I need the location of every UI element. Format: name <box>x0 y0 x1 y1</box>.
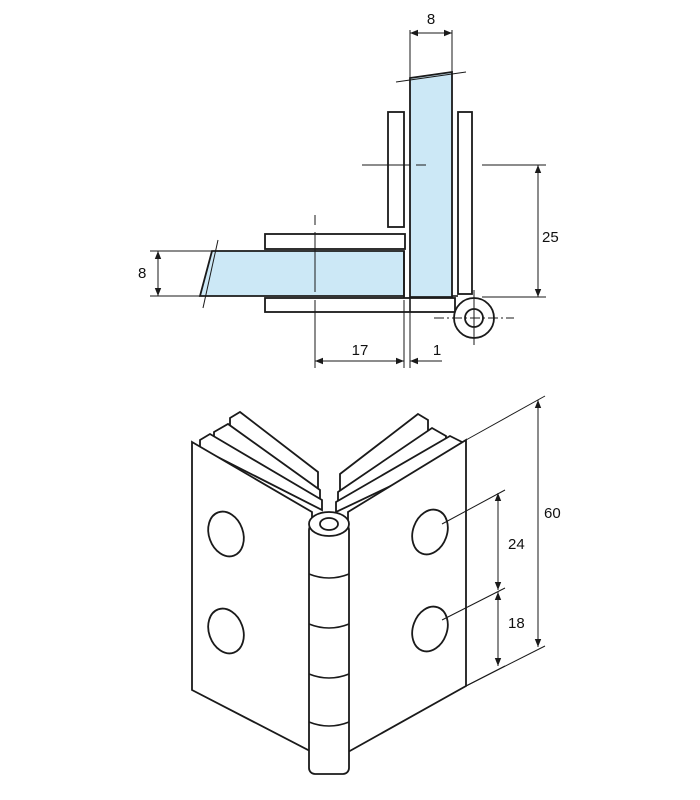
barrel-segments <box>308 573 350 727</box>
clamp-plate-bottom <box>264 297 456 313</box>
dim-label-upper-spacing: 24 <box>508 536 525 553</box>
mounting-hole-left-upper <box>207 510 245 558</box>
isometric-view: 60 24 18 <box>191 395 561 775</box>
dim-label-lower-spacing: 18 <box>508 615 525 632</box>
clamp-plate-top <box>264 233 406 250</box>
clamp-plate-left <box>387 111 405 228</box>
mounting-hole-right-upper <box>411 508 449 556</box>
mounting-hole-right-lower <box>411 605 449 653</box>
mounting-hole-left-lower <box>207 607 245 655</box>
dim-label-horizontal-length: 17 <box>352 342 369 359</box>
dim-label-vertical-height: 25 <box>542 229 559 246</box>
dim-label-glass-left: 8 <box>138 265 146 282</box>
top-view: 8 25 8 17 1 <box>138 11 559 368</box>
hinge-barrel <box>308 523 350 775</box>
dim-label-glass-top: 8 <box>427 11 435 28</box>
clamp-plate-right <box>457 111 473 295</box>
glass-pane-vertical <box>409 70 453 298</box>
dim-label-gap: 1 <box>433 342 441 359</box>
glass-pane-horizontal <box>198 250 405 297</box>
dim-label-total-height: 60 <box>544 505 561 522</box>
